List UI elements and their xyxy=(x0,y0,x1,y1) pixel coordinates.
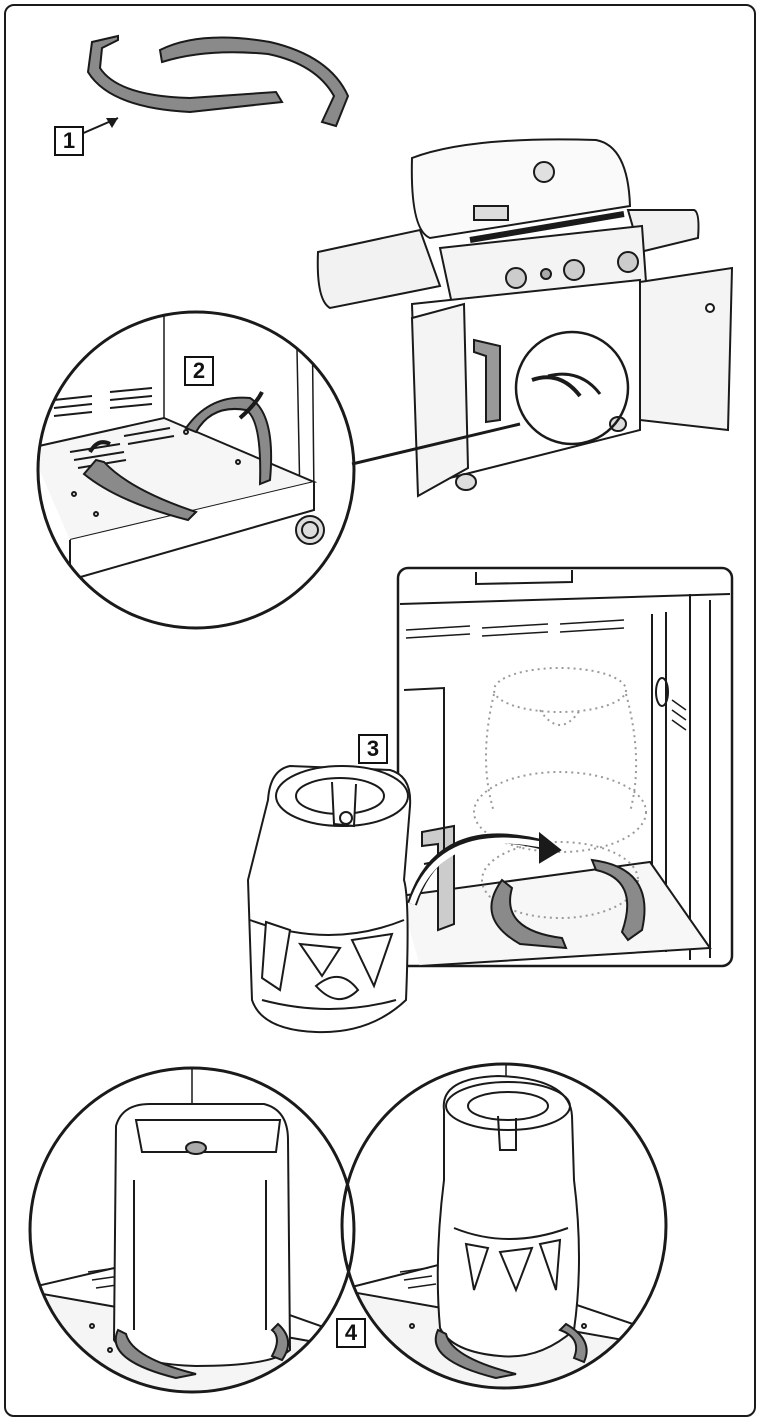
step-4-label: 4 xyxy=(336,1318,366,1348)
strap-right-icon xyxy=(158,36,350,128)
step2-zoom xyxy=(36,310,356,630)
step4-left-circle xyxy=(28,1066,356,1394)
grill-icon xyxy=(316,138,734,498)
strap-left-icon xyxy=(86,34,284,114)
step-3-label: 3 xyxy=(358,734,388,764)
step3-cabinet xyxy=(396,566,734,968)
zoom-connector xyxy=(351,422,521,466)
propane-tank-icon xyxy=(246,764,412,1034)
step-1-label: 1 xyxy=(54,126,84,156)
step4-right-circle xyxy=(340,1062,668,1390)
step-2-label: 2 xyxy=(184,356,214,386)
step1-straps xyxy=(71,34,350,139)
